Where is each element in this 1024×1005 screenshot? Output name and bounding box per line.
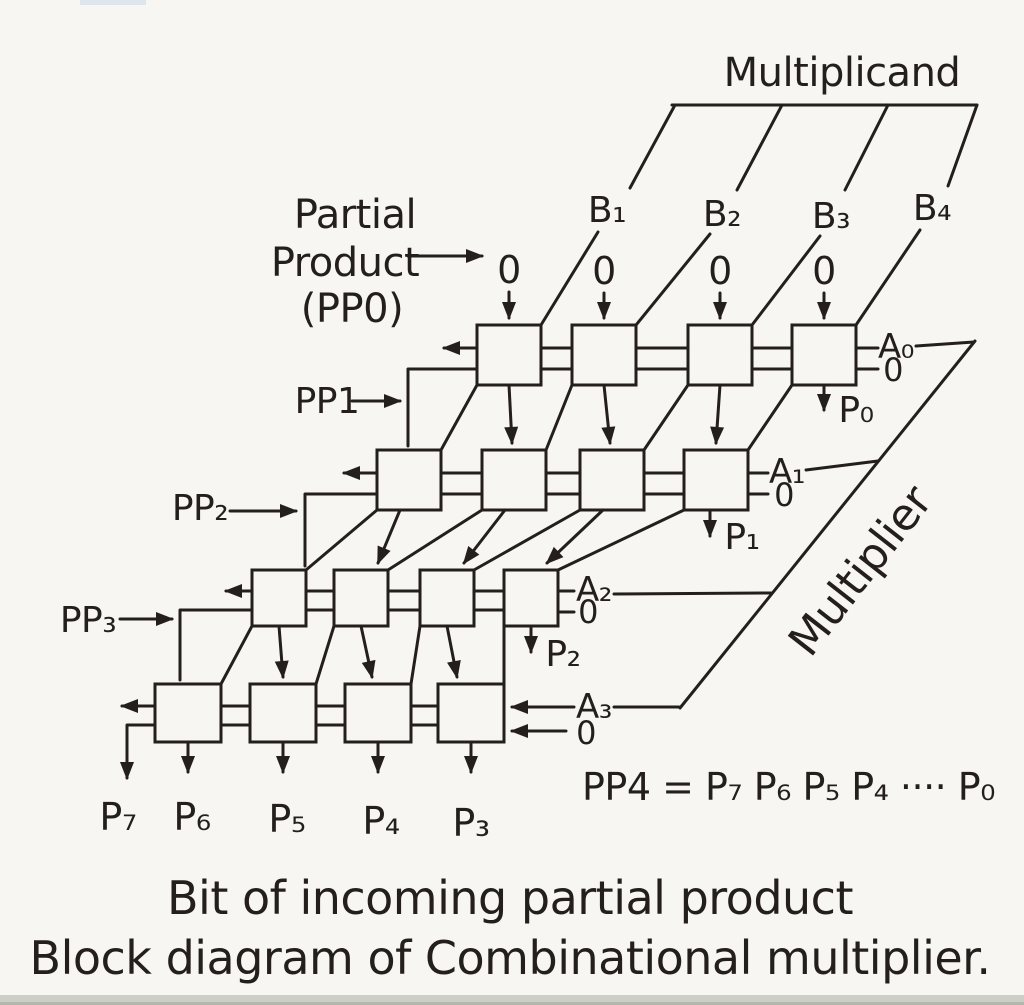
adder-row-0: A₀ 0 P₀ <box>406 323 976 452</box>
pp3-label: PP₃ <box>60 600 116 641</box>
caption-line-2: Block diagram of Combinational multiplie… <box>30 931 991 985</box>
bit-label-b2: B₂ <box>703 194 741 235</box>
adder-cell <box>375 448 443 512</box>
pp0-zero-1: 0 <box>497 248 521 292</box>
row3-zero-label: 0 <box>576 714 596 752</box>
adder-row-2: A₂ 0 P₂ <box>178 568 773 686</box>
row1-p-output-label: P₁ <box>724 517 759 558</box>
multiplier-bus <box>678 339 977 710</box>
bit-label-b3: B₃ <box>812 196 850 237</box>
row1-bus-lines <box>303 459 880 572</box>
pp-pointer-arrows <box>118 394 402 626</box>
row2-zero-label: 0 <box>578 593 598 631</box>
adder-cell <box>248 682 318 744</box>
row1-a-label: A₁ <box>769 452 805 492</box>
row0-a-label: A₀ <box>878 327 914 367</box>
pp0-zero-2: 0 <box>592 249 616 293</box>
multiplicand-bit-lines <box>539 228 922 327</box>
adder-cell <box>418 568 476 628</box>
row0-bus-lines <box>406 340 976 452</box>
pp1-label: PP1 <box>295 381 360 422</box>
output-p3: P₃ <box>452 801 489 845</box>
adder-cell <box>578 448 646 512</box>
table-edge-band <box>0 995 1024 1005</box>
adder-cell <box>480 448 548 512</box>
bit-label-b1: B₁ <box>588 190 626 231</box>
pp2-label: PP₂ <box>172 488 228 529</box>
output-p4: P₄ <box>362 799 399 843</box>
output-p5: P₅ <box>268 797 305 841</box>
adder-cell <box>790 323 858 387</box>
adder-cell <box>250 568 308 628</box>
row2-p-output-label: P₂ <box>545 634 580 675</box>
multiplicand-label: Multiplicand <box>724 50 961 96</box>
caption-line-1: Bit of incoming partial product <box>167 871 853 925</box>
photo-edge-mark <box>80 0 146 5</box>
pp0-zero-3: 0 <box>708 249 732 293</box>
adder-cell <box>436 682 506 744</box>
multiplicand-bus <box>628 103 979 192</box>
table-edge-line <box>0 1002 1024 1005</box>
row3-a-label: A₃ <box>576 687 612 727</box>
partial-product-label-3: (PP0) <box>301 286 403 332</box>
partial-product-label-1: Partial <box>294 192 416 238</box>
row3-bus-lines <box>120 699 681 780</box>
row0-zero-label: 0 <box>883 351 903 389</box>
pp0-zero-4: 0 <box>812 249 836 293</box>
output-p7: P₇ <box>99 795 136 839</box>
adder-cell <box>332 568 390 628</box>
adder-cell <box>502 568 560 628</box>
output-p6: P₆ <box>173 795 210 839</box>
adder-cell <box>343 682 413 744</box>
pp4-equation: PP4 = P₇ P₆ P₅ P₄ ···· P₀ <box>582 765 995 809</box>
multiplier-label: Multiplier <box>779 475 943 665</box>
partial-product-label-2: Product <box>271 240 419 286</box>
adder-row-3: A₃ 0 <box>120 682 681 780</box>
row2-bus-lines <box>178 584 773 686</box>
adder-cell <box>686 323 754 387</box>
row1-zero-label: 0 <box>774 476 794 514</box>
adder-cell <box>570 323 638 387</box>
row0-p-output-label: P₀ <box>838 390 873 431</box>
adder-cell <box>475 323 543 387</box>
adder-cell <box>153 682 223 744</box>
bit-label-b4: B₄ <box>913 188 951 229</box>
adder-cell <box>682 448 750 512</box>
row2-a-label: A₂ <box>576 570 612 610</box>
pp0-input-arrows <box>502 290 831 320</box>
adder-row-1: A₁ 0 P₁ <box>303 448 880 572</box>
